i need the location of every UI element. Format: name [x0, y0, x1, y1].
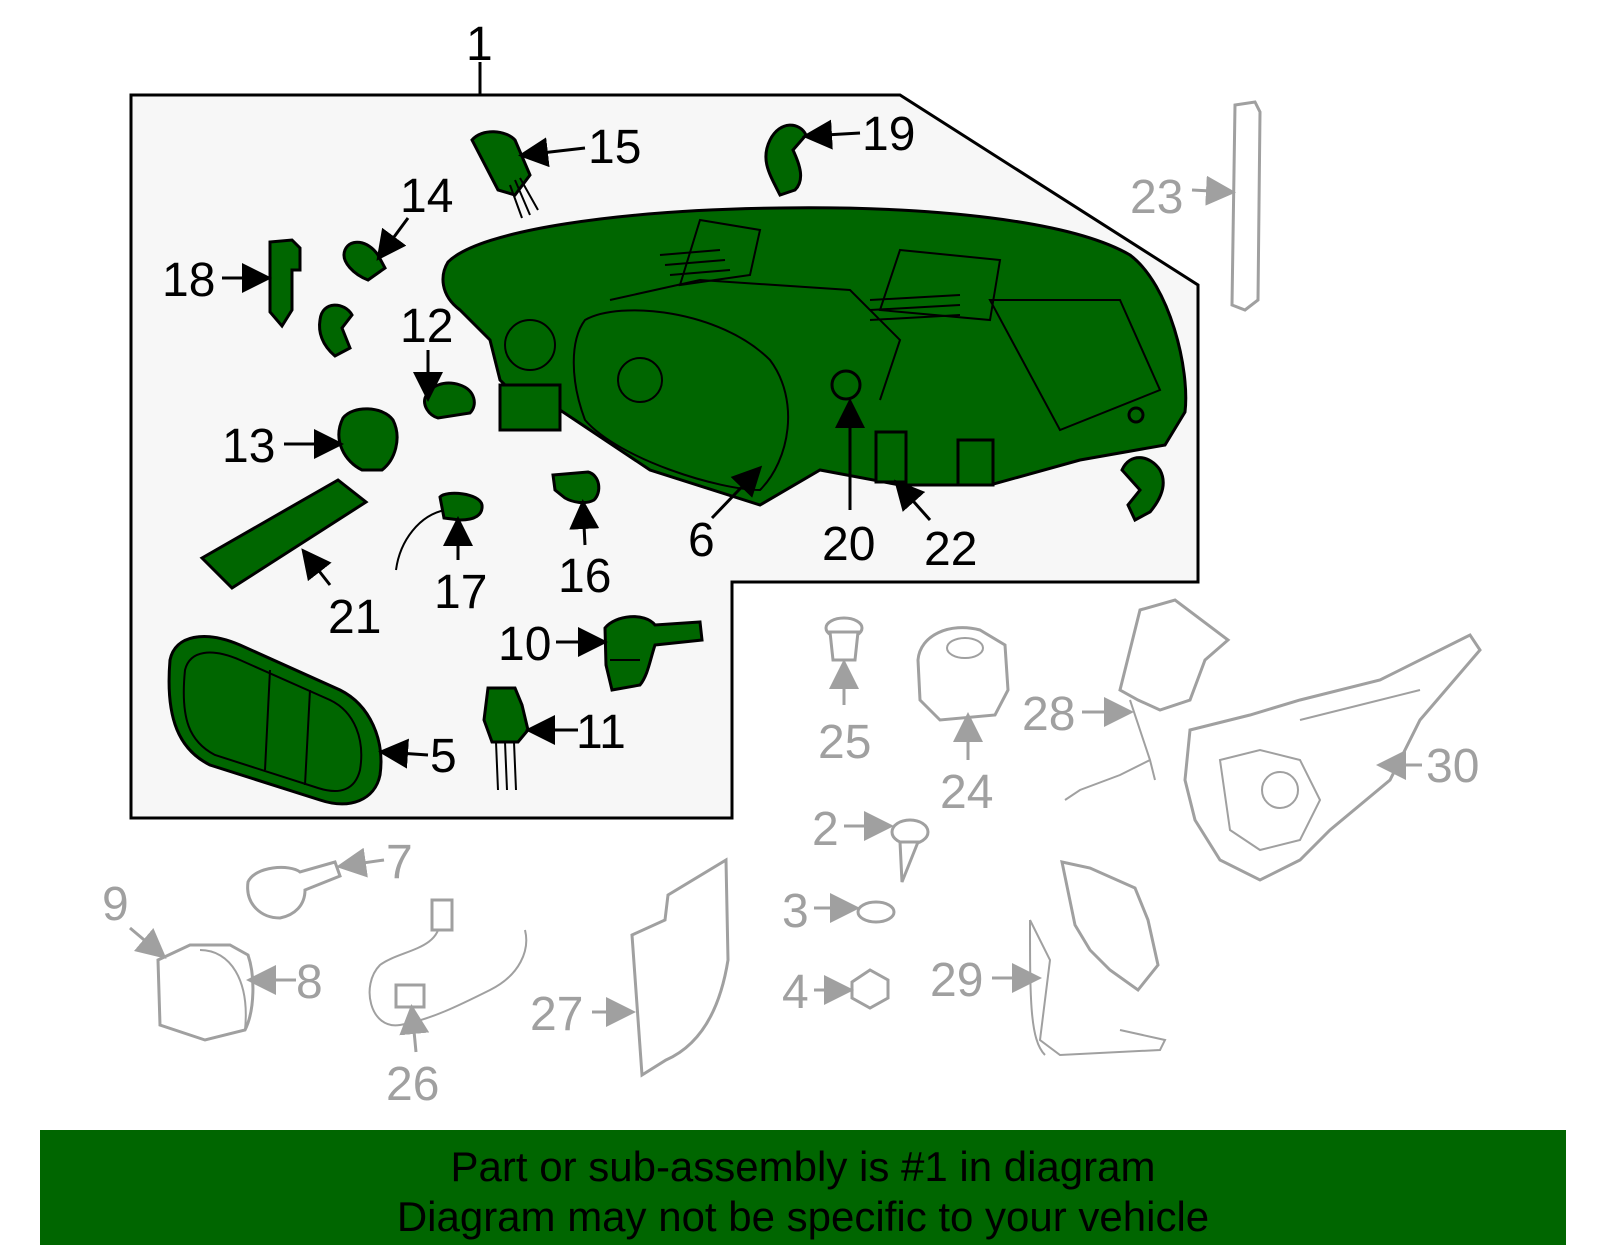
- callout-24: 24: [940, 766, 993, 819]
- callout-30: 30: [1426, 740, 1479, 793]
- headlamp-housing-part: [441, 206, 1188, 507]
- leader-23: [1191, 175, 1236, 206]
- bracket-18-part: [268, 238, 302, 329]
- bracket-28-part: [1064, 598, 1231, 801]
- leader-14: [376, 217, 410, 261]
- callout-7: 7: [386, 836, 413, 889]
- callout-2: 2: [812, 803, 839, 856]
- socket-13-part: [337, 407, 399, 472]
- info-banner: Part or sub-assembly is #1 in diagram Di…: [40, 1130, 1566, 1245]
- cap-8-part: [156, 943, 255, 1042]
- module-30-part: [1183, 633, 1482, 882]
- strip-23-part: [1230, 100, 1262, 312]
- nut-4-part: [850, 968, 890, 1010]
- banner-line-1: Part or sub-assembly is #1 in diagram: [450, 1143, 1156, 1190]
- callout-4: 4: [782, 966, 809, 1019]
- elbow-19-part: [764, 123, 808, 197]
- callout-10: 10: [498, 618, 551, 671]
- connector-15-part: [470, 130, 539, 219]
- leader-9: [129, 926, 167, 959]
- bulb-7-part: [246, 860, 342, 920]
- leader-22: [894, 479, 932, 521]
- callout-12: 12: [400, 300, 453, 353]
- banner-line-2: Diagram may not be specific to your vehi…: [396, 1193, 1210, 1240]
- callout-23: 23: [1130, 171, 1183, 224]
- callout-8: 8: [296, 956, 323, 1009]
- leader-16: [569, 499, 600, 546]
- callout-16: 16: [558, 550, 611, 603]
- connector-11-part: [482, 686, 530, 791]
- washer-3-part: [856, 900, 896, 924]
- callout-28: 28: [1022, 688, 1075, 741]
- elbow-14b-part: [318, 303, 354, 358]
- callout-17: 17: [434, 566, 487, 619]
- deflector-27-part: [630, 857, 730, 1078]
- callout-27: 27: [530, 988, 583, 1041]
- bulb-12-part: [423, 381, 476, 420]
- leader-21: [301, 548, 332, 586]
- cover-5-part: [167, 635, 383, 806]
- callout-14: 14: [400, 170, 453, 223]
- bracket-29-part: [1029, 860, 1167, 1057]
- callout-25: 25: [818, 716, 871, 769]
- grommet-25-part: [824, 616, 864, 662]
- leader-26: [399, 1004, 430, 1053]
- callout-5: 5: [430, 730, 457, 783]
- callout-6: 6: [688, 514, 715, 567]
- harness-26-part: [368, 898, 528, 1027]
- callout-15: 15: [588, 121, 641, 174]
- callout-29: 29: [930, 954, 983, 1007]
- leader-15: [518, 137, 586, 168]
- pad-21-part: [199, 478, 369, 590]
- elbow-right-part: [1120, 456, 1165, 523]
- callout-11: 11: [576, 706, 626, 759]
- callout-26: 26: [386, 1058, 439, 1111]
- socket-10-part: [603, 615, 704, 692]
- callout-22: 22: [924, 523, 977, 576]
- screw-2-part: [890, 818, 930, 883]
- callout-13: 13: [222, 420, 275, 473]
- callout-18: 18: [162, 254, 215, 307]
- leader-6: [710, 465, 763, 520]
- callout-20: 20: [822, 518, 875, 571]
- callout-9: 9: [102, 878, 129, 931]
- leader-19: [802, 119, 861, 150]
- cap-24-part: [916, 626, 1010, 722]
- callout-1: 1: [466, 18, 493, 71]
- callout-21: 21: [328, 591, 381, 644]
- cap-14-part: [342, 240, 387, 282]
- leader-5: [378, 738, 429, 769]
- callout-19: 19: [862, 108, 915, 161]
- leader-7: [336, 847, 385, 878]
- callout-3: 3: [782, 885, 809, 938]
